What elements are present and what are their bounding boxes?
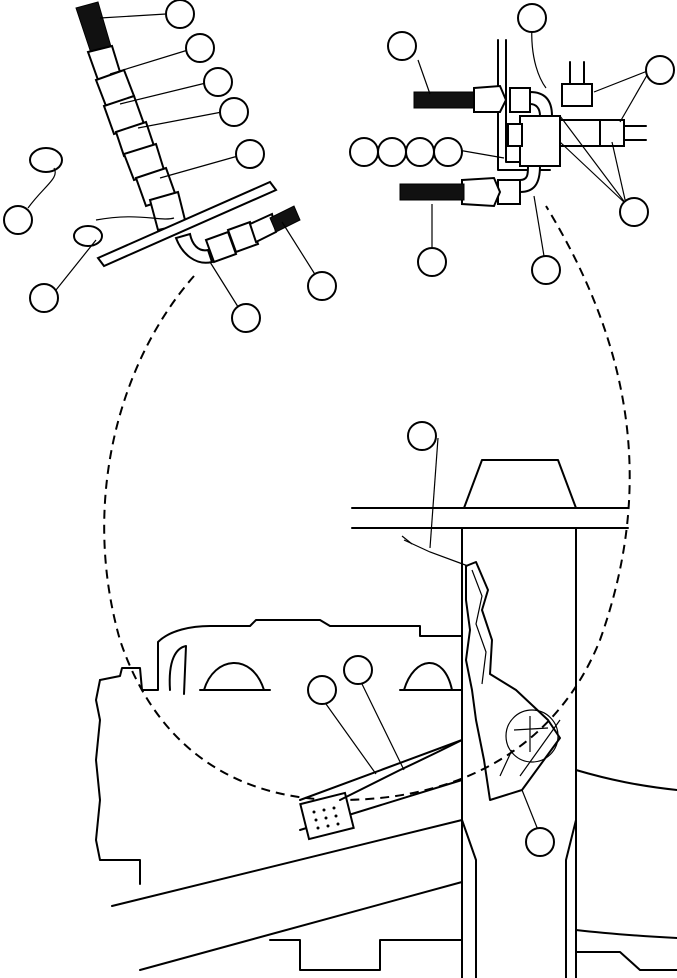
callout-circle: [349, 137, 379, 167]
callout-circle: [405, 137, 435, 167]
switch-adapter: [559, 119, 601, 147]
ferrule-lower-right: [461, 176, 502, 208]
callout-circle: [377, 137, 407, 167]
hose-route: [307, 421, 561, 857]
mounting-plate-upper: [96, 180, 278, 268]
callout-circle: [433, 137, 463, 167]
elbow-upper-right: [529, 90, 554, 117]
callout-circle: [307, 675, 337, 705]
callout-circle: [417, 247, 447, 277]
callout-circle: [525, 827, 555, 857]
callout-circle: [231, 303, 261, 333]
callout-circle: [407, 421, 437, 451]
lower-nut-2: [226, 220, 260, 254]
callout-circle: [29, 283, 59, 313]
callout-circle: [387, 31, 417, 61]
nut-upper-right: [509, 87, 531, 113]
machine-frame: [95, 459, 677, 978]
mount-plate: [299, 791, 355, 841]
tee-nut: [507, 123, 523, 147]
tee-body: [519, 115, 561, 167]
detail-boundary-dashed: [103, 205, 631, 802]
left-fitting-assembly: [3, 0, 337, 333]
nut-lower-right: [497, 179, 521, 205]
callout-circle: [185, 33, 215, 63]
hose-route-outline: [465, 561, 561, 801]
callout-circle: [219, 97, 249, 127]
hose-upper-right: [413, 91, 477, 109]
callout-circle: [343, 655, 373, 685]
dust-cap-lower: [73, 225, 103, 247]
bolt-pattern: [312, 806, 340, 830]
callout-circle: [165, 0, 195, 29]
callout-circle: [307, 271, 337, 301]
callout-circle: [3, 205, 33, 235]
callout-circle: [619, 197, 649, 227]
ferrule-upper-right: [473, 84, 508, 113]
hose-lower-right: [399, 183, 465, 201]
callout-circle: [203, 67, 233, 97]
callout-circle: [645, 55, 675, 85]
elbow-fitting: [174, 232, 214, 264]
engine-outline: [99, 619, 463, 691]
callout-circle: [517, 3, 547, 33]
hose-end-lower-left: [269, 205, 301, 233]
callout-circle: [531, 255, 561, 285]
detail-circle: [505, 709, 559, 763]
dust-cap-upper: [29, 147, 63, 173]
lower-nut-1: [204, 230, 238, 264]
pressure-switch-upper: [561, 83, 593, 107]
right-fitting-assembly: [349, 3, 675, 285]
callout-circle: [235, 139, 265, 169]
